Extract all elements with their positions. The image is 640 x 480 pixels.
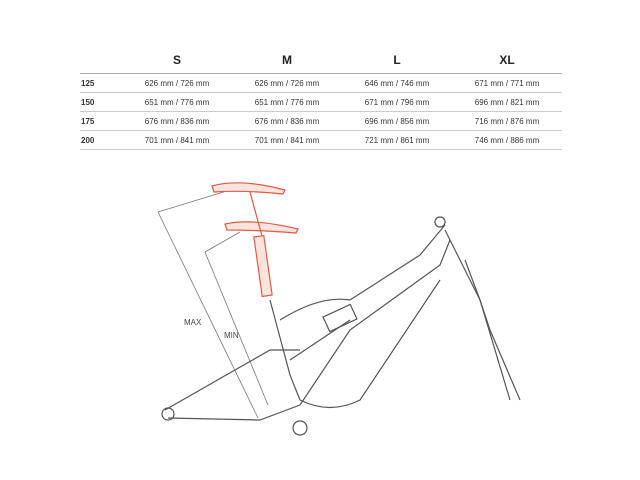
saddle-post <box>211 182 299 298</box>
row-label: 125 <box>80 73 122 93</box>
cell: 721 mm / 861 mm <box>342 130 452 150</box>
frame <box>161 216 521 436</box>
row-label: 175 <box>80 111 122 131</box>
cell: 701 mm / 841 mm <box>122 130 232 150</box>
row-label: 200 <box>80 130 122 150</box>
header-m: M <box>232 46 342 74</box>
cell: 646 mm / 746 mm <box>342 73 452 93</box>
cell: 716 mm / 876 mm <box>452 111 562 131</box>
header-l: L <box>342 46 452 74</box>
max-label: MAX <box>184 318 202 327</box>
cell: 671 mm / 771 mm <box>452 73 562 93</box>
row-label: 150 <box>80 92 122 112</box>
header-s: S <box>122 46 232 74</box>
cell: 701 mm / 841 mm <box>232 130 342 150</box>
cell: 626 mm / 726 mm <box>232 73 342 93</box>
cell: 676 mm / 836 mm <box>122 111 232 131</box>
cell: 626 mm / 726 mm <box>122 73 232 93</box>
cell: 746 mm / 886 mm <box>452 130 562 150</box>
cell: 671 mm / 796 mm <box>342 92 452 112</box>
cell: 676 mm / 836 mm <box>232 111 342 131</box>
header-blank <box>80 46 122 74</box>
cell: 651 mm / 776 mm <box>122 92 232 112</box>
min-label: MIN <box>224 331 239 340</box>
dimension-lines <box>157 189 269 419</box>
cell: 696 mm / 821 mm <box>452 92 562 112</box>
cell: 696 mm / 856 mm <box>342 111 452 131</box>
header-xl: XL <box>452 46 562 74</box>
cell: 651 mm / 776 mm <box>232 92 342 112</box>
